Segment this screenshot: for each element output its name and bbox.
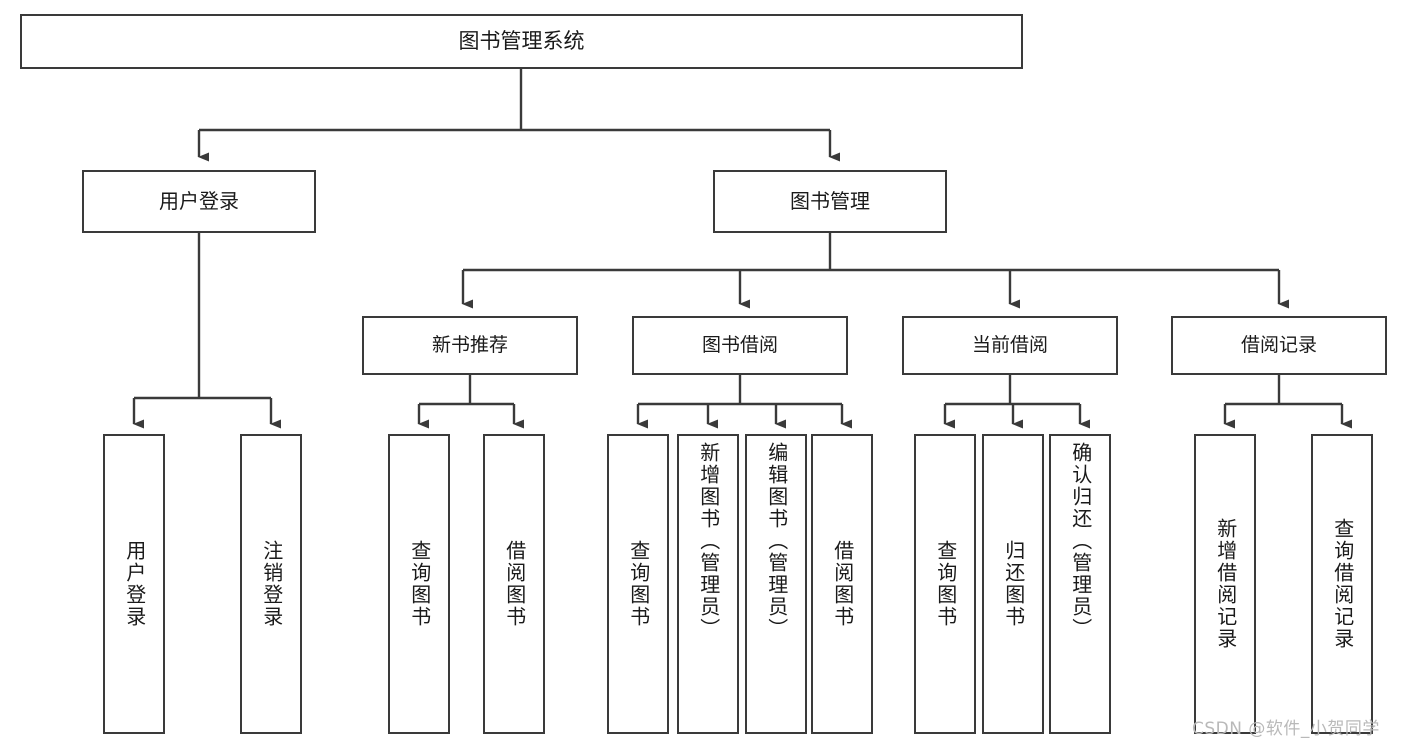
node-new-book-recommend[interactable]: 新书推荐 bbox=[362, 316, 578, 375]
node-leaf-query-book-2[interactable]: 查询图书 bbox=[607, 434, 669, 734]
node-book-manage-label: 图书管理 bbox=[790, 188, 870, 213]
node-leaf-user-login[interactable]: 用户登录 bbox=[103, 434, 165, 734]
node-leaf-add-book-label: 新增图书（管理员） bbox=[696, 442, 721, 640]
node-current-borrow[interactable]: 当前借阅 bbox=[902, 316, 1118, 375]
node-leaf-borrow-book-1[interactable]: 借阅图书 bbox=[483, 434, 545, 734]
node-leaf-query-record-label: 查询借阅记录 bbox=[1330, 518, 1355, 650]
node-leaf-query-record[interactable]: 查询借阅记录 bbox=[1311, 434, 1373, 734]
node-leaf-return-book[interactable]: 归还图书 bbox=[982, 434, 1044, 734]
node-book-borrow[interactable]: 图书借阅 bbox=[632, 316, 848, 375]
node-leaf-add-record[interactable]: 新增借阅记录 bbox=[1194, 434, 1256, 734]
node-leaf-query-book-1[interactable]: 查询图书 bbox=[388, 434, 450, 734]
node-leaf-confirm-return[interactable]: 确认归还（管理员） bbox=[1049, 434, 1111, 734]
node-leaf-return-book-label: 归还图书 bbox=[1001, 540, 1026, 628]
node-leaf-user-login-label: 用户登录 bbox=[122, 540, 147, 628]
node-leaf-query-book-3-label: 查询图书 bbox=[933, 540, 958, 628]
node-current-borrow-label: 当前借阅 bbox=[971, 334, 1048, 357]
node-book-manage[interactable]: 图书管理 bbox=[713, 170, 947, 233]
node-root-label: 图书管理系统 bbox=[458, 29, 585, 54]
node-borrow-record-label: 借阅记录 bbox=[1240, 334, 1317, 357]
node-leaf-query-book-3[interactable]: 查询图书 bbox=[914, 434, 976, 734]
node-user-login[interactable]: 用户登录 bbox=[82, 170, 316, 233]
node-leaf-borrow-book-1-label: 借阅图书 bbox=[502, 540, 527, 628]
node-leaf-borrow-book-2[interactable]: 借阅图书 bbox=[811, 434, 873, 734]
node-book-borrow-label: 图书借阅 bbox=[701, 334, 778, 357]
node-leaf-logout[interactable]: 注销登录 bbox=[240, 434, 302, 734]
node-leaf-confirm-return-label: 确认归还（管理员） bbox=[1068, 442, 1093, 640]
node-leaf-logout-label: 注销登录 bbox=[259, 540, 284, 628]
node-leaf-edit-book-label: 编辑图书（管理员） bbox=[764, 442, 789, 640]
node-leaf-edit-book[interactable]: 编辑图书（管理员） bbox=[745, 434, 807, 734]
node-leaf-borrow-book-2-label: 借阅图书 bbox=[830, 540, 855, 628]
node-leaf-add-book[interactable]: 新增图书（管理员） bbox=[677, 434, 739, 734]
node-new-book-recommend-label: 新书推荐 bbox=[431, 334, 508, 357]
node-leaf-add-record-label: 新增借阅记录 bbox=[1213, 518, 1238, 650]
node-leaf-query-book-1-label: 查询图书 bbox=[407, 540, 432, 628]
node-root[interactable]: 图书管理系统 bbox=[20, 14, 1023, 69]
node-user-login-label: 用户登录 bbox=[159, 188, 239, 213]
node-borrow-record[interactable]: 借阅记录 bbox=[1171, 316, 1387, 375]
watermark: CSDN @软件_小贺同学 bbox=[1192, 719, 1380, 739]
node-leaf-query-book-2-label: 查询图书 bbox=[626, 540, 651, 628]
